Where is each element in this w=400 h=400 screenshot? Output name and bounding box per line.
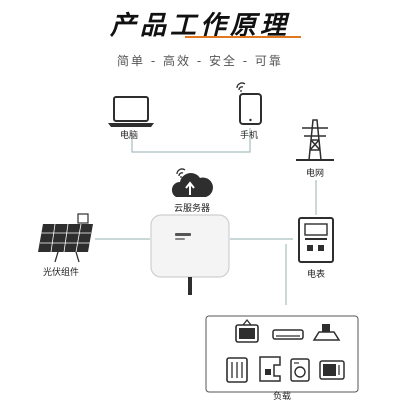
phone-label: 手机 [240, 131, 259, 141]
range-hood-icon [312, 324, 341, 341]
wifi-icon-cloud [176, 168, 186, 178]
solar-panel-icon [38, 213, 93, 263]
meter-label: 电表 [307, 270, 326, 280]
cloud-label: 云服务器 [174, 204, 211, 214]
microwave-icon [319, 360, 345, 380]
computer-label: 电脑 [120, 131, 139, 141]
solar-label: 光伏组件 [43, 268, 80, 278]
grid-label: 电网 [306, 169, 325, 179]
inverter-icon [150, 214, 230, 295]
title-underline [185, 36, 301, 38]
computer-phone-link [131, 128, 251, 153]
phone-icon [239, 93, 262, 125]
power-tower-icon [296, 119, 334, 161]
wifi-icon-phone [236, 82, 246, 92]
coffee-machine-icon [259, 356, 281, 382]
electric-meter-icon [298, 217, 334, 263]
laptop-icon [108, 96, 154, 127]
air-conditioner-icon [272, 329, 304, 340]
loads-label: 负载 [273, 392, 292, 400]
page-subtitle: 简单 - 高效 - 安全 - 可靠 [117, 54, 283, 68]
connection-lines [95, 128, 317, 305]
tv-icon [235, 318, 259, 343]
washing-machine-icon [290, 358, 310, 382]
heater-icon [226, 357, 248, 383]
cloud-icon [171, 173, 213, 197]
